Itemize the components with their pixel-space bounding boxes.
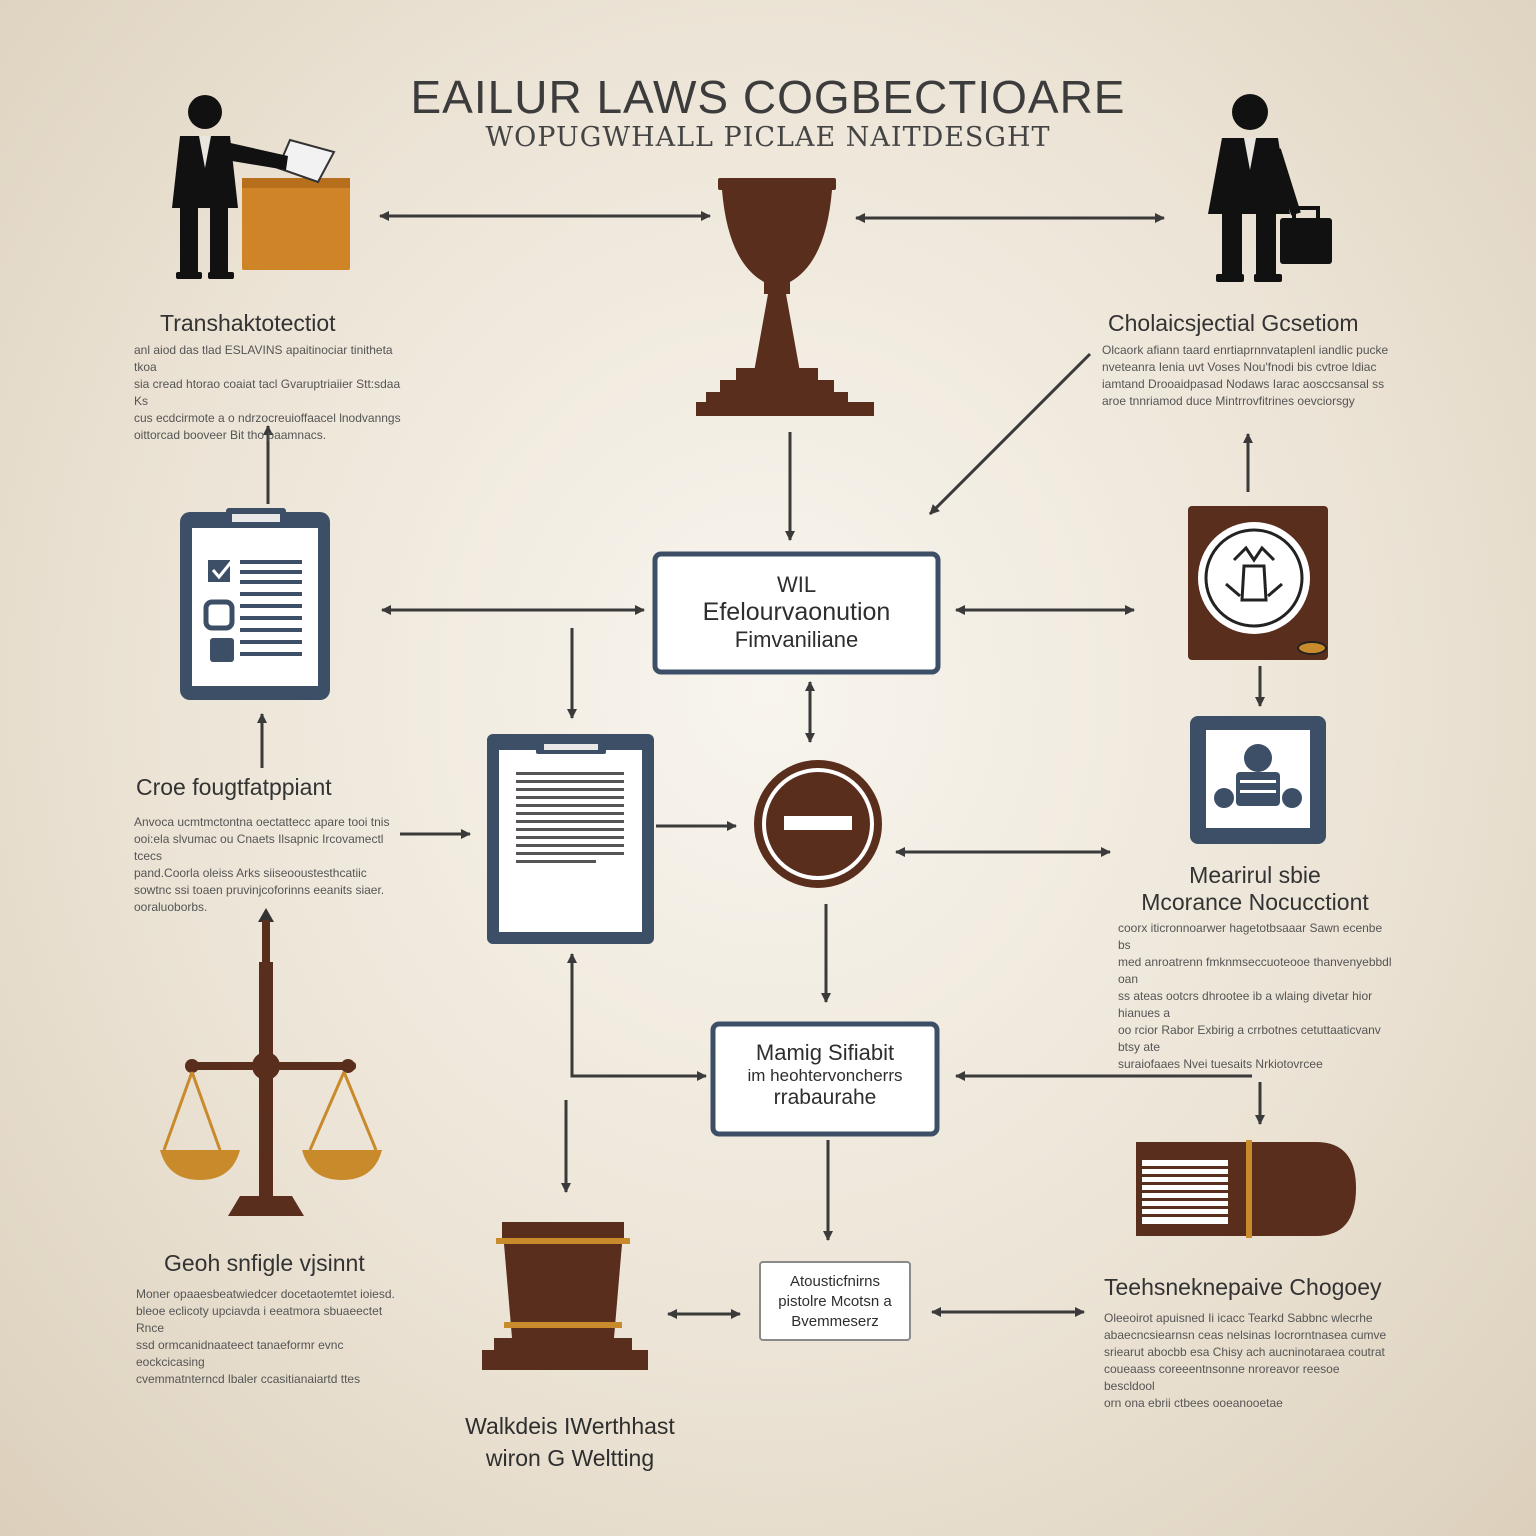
node-label-top-right: Cholaicsjectial Gcsetiom — [1108, 310, 1359, 336]
node-text-bottom-right: Oleeoirot apuisned Ii icacc Tearkd Sabbn… — [1104, 1311, 1387, 1410]
node-text-top-right: Olcaork afiann taard enrtiaprnnvataplenl… — [1102, 343, 1389, 408]
page-title: EAILUR LAWS COGBECTIOARE — [410, 71, 1126, 123]
bottom-box — [710, 1021, 940, 1137]
person-with-briefcase-icon — [1208, 94, 1332, 282]
minus-circle-icon — [754, 760, 882, 888]
node-label-mid-right: Mearirul sbie Mcorance Nocucctiont — [1141, 862, 1369, 915]
id-card-icon — [1190, 716, 1326, 844]
node-text-bottom-left: Moner opaaesbeatwiedcer docetaotemtet io… — [136, 1287, 395, 1386]
center-box — [652, 551, 941, 675]
node-label-top-left: Transhaktotectiot — [160, 310, 336, 336]
node-label-mid-left: Croe fougtfatppiant — [136, 774, 332, 800]
connector-arrows — [257, 211, 1265, 1319]
bottom-caption: Walkdeis IWerthhast wiron G Weltting — [465, 1413, 675, 1471]
person-with-folder-icon — [172, 95, 350, 279]
center-box-text: WIL Efelourvaonution Fimvaniliane — [702, 572, 891, 652]
page-subtitle: WOPUGWHALL PICLAE NAITDESGHT — [485, 122, 1051, 153]
pedestal-icon — [482, 1222, 648, 1370]
seal-badge-icon — [1188, 506, 1328, 660]
small-box-text: Atousticfnirns pistolre Mcotsn a Bvemmes… — [778, 1273, 892, 1330]
node-text-mid-right: coorx iticronnoarwer hagetotbsaaar Sawn … — [1118, 921, 1392, 1071]
law-book-icon — [1136, 1140, 1356, 1238]
small-box — [759, 1261, 911, 1341]
node-text-top-left: anl aiod das tlad ESLAVINS apaitinociar … — [134, 343, 401, 442]
scales-of-justice-icon — [160, 908, 382, 1216]
node-label-bottom-left: Geoh snfigle vjsinnt — [164, 1250, 365, 1276]
node-label-bottom-right: Teehsneknepaive Chogoey — [1104, 1274, 1382, 1300]
node-text-mid-left: Anvoca ucmtmctontna oectattecc apare too… — [134, 815, 390, 914]
trophy-gavel-icon — [696, 178, 874, 416]
bottom-box-text: Mamig Sifiabit im heohtervoncherrs rraba… — [747, 1040, 903, 1109]
document-icon — [487, 734, 654, 944]
arrow-right-text-diagonal — [928, 352, 1092, 516]
arrow-document-bottom-loop — [567, 953, 707, 1081]
clipboard-checklist-icon — [180, 508, 330, 700]
